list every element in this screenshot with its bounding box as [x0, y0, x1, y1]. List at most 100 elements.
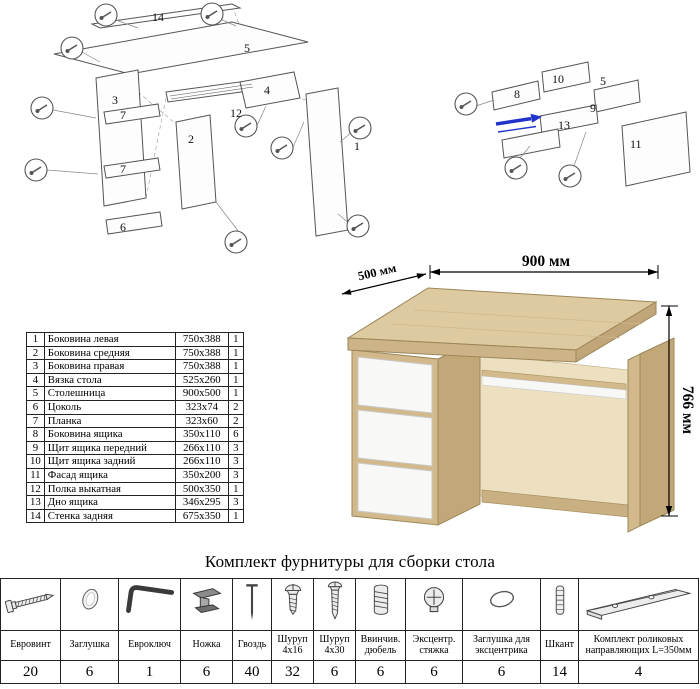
- hardware-icon-cell: [355, 578, 406, 631]
- parts-cell-num: 6: [26, 399, 45, 415]
- hardware-item-name: Ножка: [180, 630, 233, 661]
- panel-strip-b: [103, 157, 161, 179]
- drawer-slide-icon: [581, 580, 697, 626]
- hardware-item-name: Заглушка: [60, 630, 119, 661]
- desk-exploded-parts: [53, 3, 349, 237]
- part-number-label: 7: [120, 162, 126, 176]
- part-number-label: 7: [120, 108, 126, 122]
- panel-tie: [239, 71, 301, 109]
- parts-cell-qty: 6: [227, 427, 244, 442]
- parts-cell-name: Стенка задняя: [43, 508, 176, 524]
- cabinet-side: [437, 337, 481, 526]
- parts-cell-size: 750x388: [174, 332, 229, 347]
- part-number-label: 9: [590, 101, 596, 115]
- hardware-icon-cell: [405, 578, 463, 631]
- parts-cell-qty: 2: [227, 399, 244, 415]
- cam-lock-icon: [412, 580, 456, 626]
- panel-plinth: [105, 211, 163, 235]
- hardware-item-name: Гвоздь: [232, 630, 272, 661]
- panel-side: [95, 69, 147, 207]
- parts-cell-size: 525x260: [174, 372, 229, 388]
- drawer-bottom: [539, 104, 599, 135]
- parts-cell-qty: 1: [227, 508, 244, 524]
- desk-render: 900 мм 500 мм 766 мм: [341, 253, 696, 533]
- wood-dowel-icon: [543, 580, 577, 626]
- hardware-icon-cell: [232, 578, 272, 631]
- part-number-label: 4: [264, 83, 270, 97]
- drawer-exploded-parts: [491, 61, 691, 187]
- tabletop-edge-right: [575, 301, 657, 363]
- hardware-item-name: Шкант: [540, 630, 579, 661]
- parts-cell-num: 1: [26, 332, 45, 347]
- hardware-item-name: Евровинт: [0, 630, 61, 661]
- page-title: Комплект фурнитуры для сборки стола: [204, 552, 496, 571]
- parts-cell-size: 900x500: [174, 386, 229, 401]
- parts-cell-num: 13: [26, 495, 45, 510]
- hardware-icon-cell: [540, 578, 579, 631]
- parts-cell-qty: 1: [227, 481, 244, 497]
- part-number-label: 10: [552, 72, 564, 86]
- part-number-labels: 14 5 3 7 7 6 12 2 4 1: [112, 10, 360, 234]
- hardware-item-qty: 6: [405, 660, 463, 684]
- parts-cell-qty: 1: [227, 386, 244, 401]
- dim-width-label: 900 мм: [522, 253, 571, 270]
- parts-cell-qty: 3: [227, 454, 244, 469]
- hardware-item-name: Евроключ: [118, 630, 181, 661]
- parts-cell-name: Боковина правая: [43, 359, 176, 374]
- hardware-item-name: Ввинчив. дюбель: [355, 630, 406, 661]
- part-number-label: 8: [514, 87, 520, 101]
- parts-cell-num: 7: [26, 413, 45, 429]
- drawer-front-3: [357, 462, 433, 520]
- parts-cell-qty: 2: [227, 413, 244, 429]
- nail-icon: [234, 580, 271, 626]
- part-number-label: 3: [112, 93, 118, 107]
- hardware-icon-row: [0, 578, 699, 631]
- screw-long-icon: [315, 580, 355, 626]
- drawer-facade: [621, 111, 691, 187]
- drawer-side-b: [501, 128, 561, 159]
- parts-cell-num: 10: [26, 454, 45, 469]
- part-number-label: 13: [558, 118, 570, 132]
- euro-screw-icon: [3, 580, 59, 626]
- parts-cell-size: 750x388: [174, 359, 229, 374]
- cap-icon: [62, 580, 118, 626]
- panel-middle: [175, 114, 217, 210]
- parts-cell-name: Вязка стола: [43, 372, 176, 388]
- dim-depth-label: 500 мм: [357, 261, 399, 284]
- parts-cell-qty: 3: [227, 440, 244, 456]
- part-number-label: 14: [152, 10, 164, 24]
- parts-cell-name: Полка выкатная: [43, 481, 176, 497]
- hardware-icon-cell: [578, 578, 699, 631]
- cam-cover-icon: [477, 580, 527, 626]
- hardware-item-qty: 6: [60, 660, 119, 684]
- hex-key-icon: [120, 580, 180, 626]
- hardware-item-name: Заглушка для эксцентрика: [462, 630, 541, 661]
- hardware-item-qty: 20: [0, 660, 61, 684]
- keyboard-tray-front: [481, 375, 627, 400]
- hardware-item-name: Шуруп 4x30: [313, 630, 356, 661]
- parts-cell-qty: 1: [227, 345, 244, 361]
- hardware-icon-cell: [180, 578, 233, 631]
- parts-cell-size: 323x60: [174, 413, 229, 429]
- parts-cell-size: 266x110: [174, 454, 229, 469]
- slide-rail-detail: [169, 83, 254, 100]
- parts-cell-qty: 1: [227, 359, 244, 374]
- leader-lines: [475, 99, 587, 167]
- parts-cell-qty: 1: [227, 332, 244, 347]
- insert-arrow: [495, 113, 542, 133]
- parts-cell-name: Боковина левая: [43, 332, 176, 347]
- leader-lines: [46, 18, 353, 237]
- parts-cell-qty: 1: [227, 372, 244, 388]
- desk-body: [346, 287, 675, 533]
- parts-cell-name: Планка: [43, 413, 176, 429]
